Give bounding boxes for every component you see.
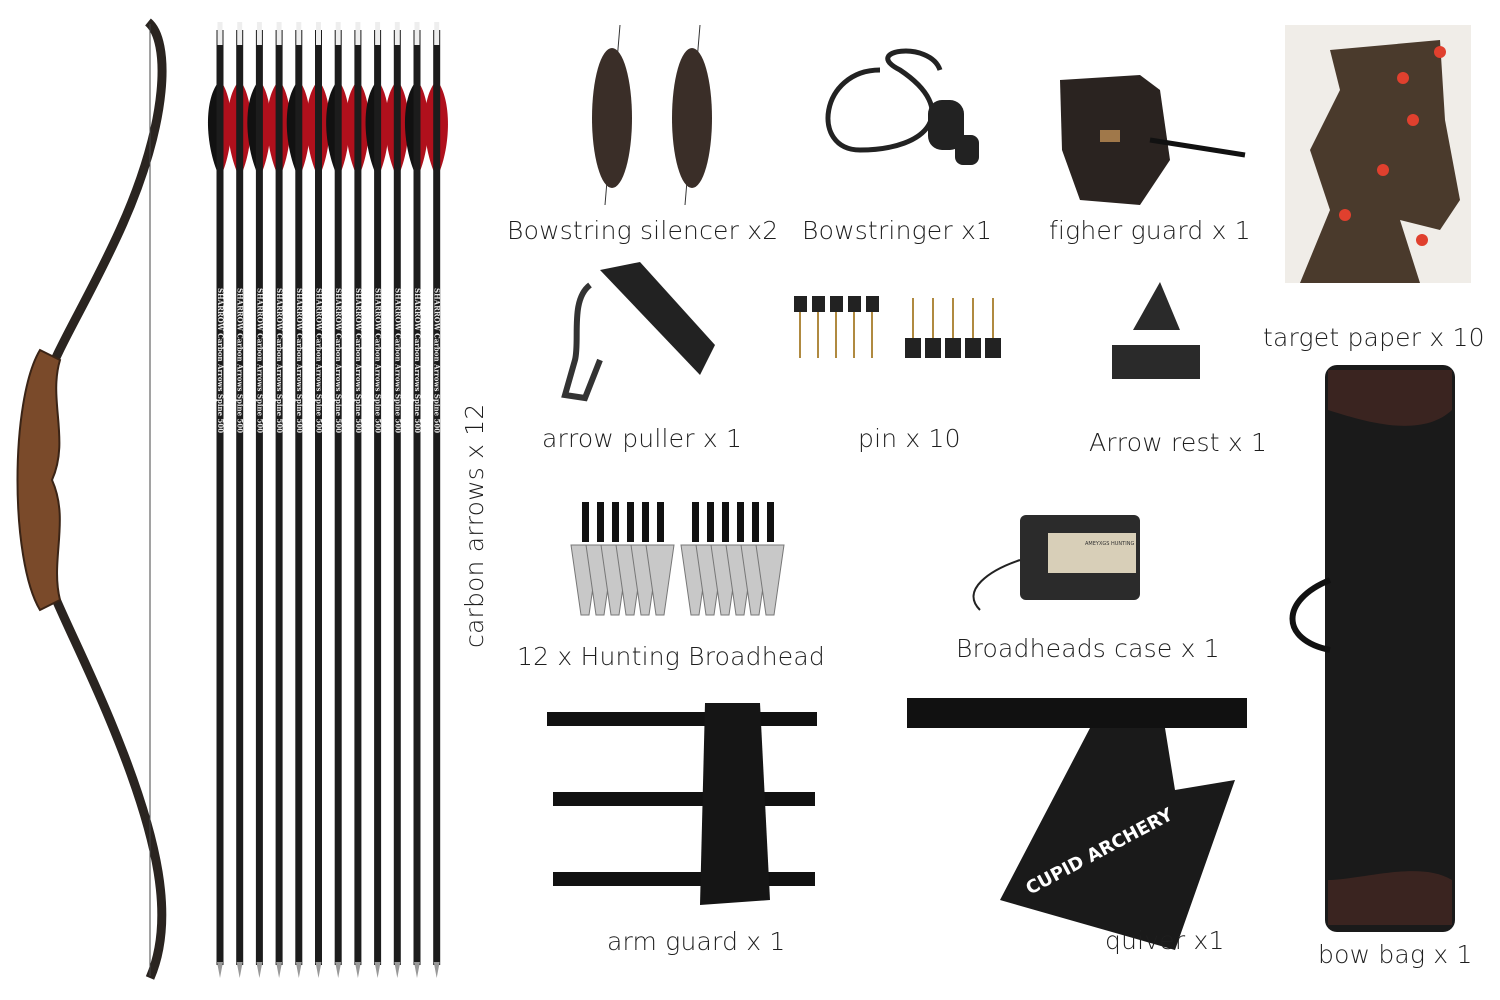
label-broadhead: 12 x Hunting Broadhead: [517, 642, 825, 671]
pin: [848, 296, 861, 312]
arrow-print: SHARROW Carbon Arrows Spine 500: [315, 288, 324, 433]
arrow-rest-image: [1112, 282, 1200, 379]
arrow: SHARROW Carbon Arrows Spine 500: [365, 22, 389, 978]
pin: [965, 338, 981, 358]
broadhead: [737, 502, 744, 542]
arrow: SHARROW Carbon Arrows Spine 500: [404, 22, 429, 978]
pins-image: [794, 296, 1001, 358]
arrow: SHARROW Carbon Arrows Spine 500: [227, 22, 251, 978]
arrow-print: SHARROW Carbon Arrows Spine 500: [275, 288, 284, 433]
broadhead: [642, 502, 649, 542]
carbon-arrows: SHARROW Carbon Arrows Spine 500 SHARROW C…: [207, 22, 448, 978]
pin: [812, 296, 825, 312]
arrow: SHARROW Carbon Arrows Spine 500: [306, 22, 330, 978]
pin: [830, 296, 843, 312]
broadhead: [612, 502, 619, 542]
quiver-image: CUPID ARCHERY: [907, 698, 1247, 950]
label-quiver: quiver x1: [1105, 926, 1225, 955]
case-label-text: AMEYXGS HUNTING: [1085, 541, 1134, 547]
broadhead: [722, 502, 729, 542]
broadhead: [657, 502, 664, 542]
label-broadheads-case: Broadheads case x 1: [956, 634, 1220, 663]
pin: [985, 338, 1001, 358]
label-target-paper: target paper x 10: [1263, 323, 1485, 352]
bowstringer-image: [825, 48, 979, 165]
broadhead: [752, 502, 759, 542]
arrow: SHARROW Carbon Arrows Spine 500: [267, 22, 291, 978]
arrow: SHARROW Carbon Arrows Spine 500: [207, 22, 232, 978]
label-bowstring-silencer: Bowstring silencer x2: [507, 216, 779, 245]
arrow-print: SHARROW Carbon Arrows Spine 500: [255, 288, 264, 433]
arrow: SHARROW Carbon Arrows Spine 500: [345, 22, 370, 978]
arrow: SHARROW Carbon Arrows Spine 500: [385, 22, 409, 978]
target-paper-image: [1285, 25, 1471, 283]
broadhead: [627, 502, 634, 542]
finger-guard-image: [1060, 75, 1246, 205]
label-arrow-puller: arrow puller x 1: [542, 424, 743, 453]
broadheads-image: [570, 502, 785, 616]
arrow-puller-image: [561, 262, 715, 402]
label-pin: pin x 10: [858, 424, 961, 453]
arrow-print: SHARROW Carbon Arrows Spine 500: [236, 288, 245, 433]
arrow-print: SHARROW Carbon Arrows Spine 500: [334, 288, 343, 433]
pin: [945, 338, 961, 358]
arrow-print: SHARROW Carbon Arrows Spine 500: [216, 288, 225, 433]
arm-guard-image: [547, 703, 817, 905]
arrow-print: SHARROW Carbon Arrows Spine 500: [413, 288, 422, 433]
pin: [925, 338, 941, 358]
arrow: SHARROW Carbon Arrows Spine 500: [286, 22, 311, 978]
label-bow-bag: bow bag x 1: [1318, 940, 1473, 969]
broadhead: [707, 502, 714, 542]
arrow: SHARROW Carbon Arrows Spine 500: [326, 22, 350, 978]
label-arm-guard: arm guard x 1: [607, 927, 786, 956]
pin: [905, 338, 921, 358]
recurve-bow: [16, 18, 167, 980]
arrow: SHARROW Carbon Arrows Spine 500: [247, 22, 271, 978]
broadhead: [582, 502, 589, 542]
label-carbon-arrows: carbon arrows x 12: [460, 403, 489, 649]
label-bowstringer: Bowstringer x1: [802, 216, 993, 245]
broadhead: [767, 502, 774, 542]
pin: [866, 296, 879, 312]
arrow-print: SHARROW Carbon Arrows Spine 500: [354, 288, 363, 433]
label-finger-guard: figher guard x 1: [1049, 216, 1251, 245]
arrow-print: SHARROW Carbon Arrows Spine 500: [295, 288, 304, 433]
bow-bag-image: [1289, 365, 1455, 932]
broadhead: [597, 502, 604, 542]
pin: [794, 296, 807, 312]
label-arrow-rest: Arrow rest x 1: [1089, 428, 1268, 457]
bowstring-silencer-image: [592, 24, 712, 206]
broadhead: [692, 502, 699, 542]
arrow-print: SHARROW Carbon Arrows Spine 500: [433, 288, 442, 433]
arrow: SHARROW Carbon Arrows Spine 500: [424, 22, 448, 978]
arrow-print: SHARROW Carbon Arrows Spine 500: [374, 288, 383, 433]
arrow-print: SHARROW Carbon Arrows Spine 500: [393, 288, 402, 433]
broadheads-case-image: AMEYXGS HUNTING: [972, 515, 1140, 611]
